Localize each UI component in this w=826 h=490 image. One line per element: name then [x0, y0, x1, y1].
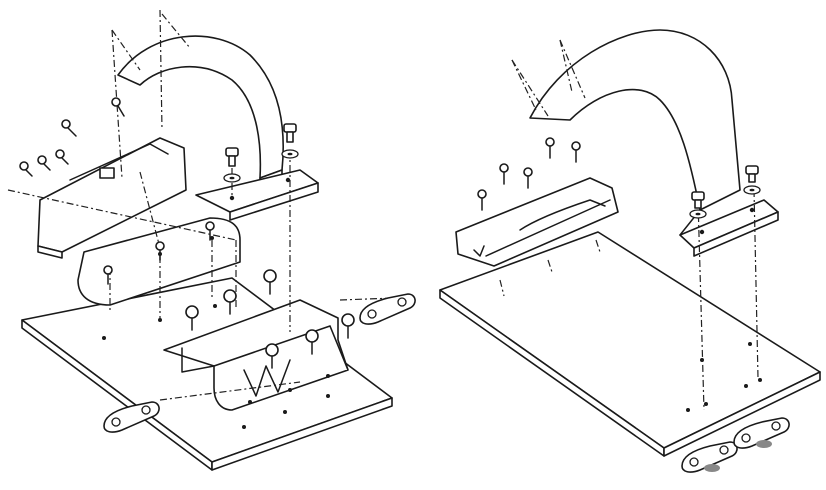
pin-icon	[205, 221, 215, 241]
bolt-icon	[225, 147, 239, 167]
screw-icon	[19, 161, 33, 177]
pin-icon	[477, 189, 487, 211]
pin-icon	[263, 269, 277, 295]
washer-icon	[689, 209, 707, 219]
right-assembly	[439, 29, 821, 473]
pin-icon	[545, 137, 555, 159]
right-guard-plate	[455, 177, 619, 267]
pin-icon	[185, 305, 199, 331]
right-fasteners	[477, 137, 790, 473]
left-fasteners	[19, 97, 416, 433]
left-assembly	[7, 9, 416, 471]
pin-icon	[499, 163, 509, 185]
pin-icon	[155, 241, 165, 261]
screw-icon	[61, 119, 77, 137]
pin-icon	[103, 265, 113, 285]
right-assembly-lines	[499, 39, 759, 411]
pin-icon	[305, 329, 319, 355]
pin-icon	[265, 343, 279, 369]
pin-icon	[523, 167, 533, 189]
hinge-clip-icon	[681, 441, 738, 473]
bolt-icon	[283, 123, 297, 143]
washer-icon	[223, 173, 241, 183]
washer-icon	[743, 185, 761, 195]
pin-icon	[341, 313, 355, 339]
left-guard-plate	[37, 137, 187, 259]
screw-icon	[37, 155, 51, 171]
bolt-icon	[691, 191, 705, 209]
pin-icon	[571, 141, 581, 163]
screw-icon	[55, 149, 69, 165]
hinge-clip-icon	[103, 401, 160, 433]
left-base-board	[21, 277, 393, 471]
hinge-clip-icon	[359, 293, 416, 325]
bolt-icon	[745, 165, 759, 183]
screw-icon	[111, 97, 125, 117]
right-curved-chute	[529, 29, 779, 257]
pin-icon	[223, 289, 237, 315]
hinge-clip-icon	[733, 417, 790, 449]
washer-icon	[281, 149, 299, 159]
right-base-board	[439, 231, 821, 457]
left-curved-hood	[117, 35, 319, 221]
